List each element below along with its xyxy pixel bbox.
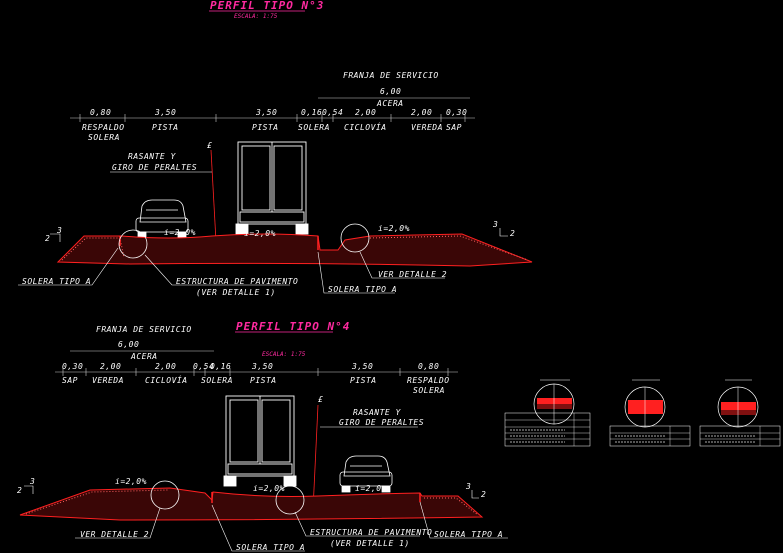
profile-4-ground [19, 487, 484, 521]
profile-4-ratio-left-1: 2 [17, 486, 22, 495]
profile-4-label-2: CICLOVÍA [145, 374, 188, 385]
profile-3-ver-detalle-1: (VER DETALLE 1) [196, 288, 276, 297]
profile-4-estructura: ESTRUCTURA DE PAVIMENTO [310, 528, 432, 537]
profile-3-width-0: 0,80 [90, 108, 111, 117]
profile-4-ver-detalle-1: (VER DETALLE 1) [330, 539, 410, 548]
profile-4-width-4: 0,16 [210, 362, 231, 371]
profile-4-detail-circle-left [150, 480, 180, 510]
profile-3-width-1: 3,50 [154, 108, 176, 117]
profile-4-ver-detalle-2: VER DETALLE 2 [80, 530, 149, 539]
profile-4-title: PERFIL TIPO N°4 [236, 320, 350, 333]
profile-4-scale: ESCALA: 1:75 [262, 351, 306, 358]
profile-4-giro: GIRO DE PERALTES [339, 418, 424, 427]
profile-4-label-1: VEREDA [92, 376, 124, 385]
profile-3-width-5: 2,00 [355, 108, 376, 117]
detail-sketches [504, 379, 781, 447]
profile-4-label-3: SOLERA [201, 376, 233, 385]
profile-4-width-1: 2,00 [100, 362, 121, 371]
profile-3-strip-label: FRANJA DE SERVICIO [343, 71, 439, 80]
profile-3-detail-circle-right [340, 223, 370, 253]
profile-3-width-3: 0,16 [301, 108, 322, 117]
profile-4-solera-a-right: SOLERA TIPO A [434, 530, 503, 539]
profile-4-width-7: 0,80 [418, 362, 439, 371]
profile-4-label-6: RESPALDO [407, 376, 450, 385]
profile-3-title: PERFIL TIPO N°3 [210, 0, 324, 12]
profile-3-slope-mid: i=2,0% [244, 229, 276, 238]
profile-3-solera-a-right: SOLERA TIPO A [328, 285, 397, 294]
profile-3: PERFIL TIPO N°3 ESCALA: 1:75 FRANJA DE S… [18, 0, 533, 297]
profile-3-estructura: ESTRUCTURA DE PAVIMENTO [176, 277, 298, 286]
profile-3-width-2: 3,50 [255, 108, 277, 117]
profile-3-slope-right: i=2,0% [378, 224, 410, 233]
profile-4-label-4: PISTA [250, 376, 277, 385]
profile-4-strip-label: FRANJA DE SERVICIO [96, 325, 192, 334]
profile-3-scale: ESCALA: 1:75 [234, 13, 278, 20]
profile-4-label-7: SOLERA [413, 386, 445, 395]
profile-4-slope-right: i=2,0% [355, 484, 387, 493]
profile-4-acera: ACERA [130, 352, 158, 361]
profile-3-label-6: VEREDA [411, 123, 443, 132]
profile-4-ratio-right-2: 2 [481, 490, 486, 499]
profile-4-width-5: 3,50 [251, 362, 273, 371]
profile-4: PERFIL TIPO N°4 ESCALA: 1:75 FRANJA DE S… [17, 320, 508, 552]
car-icon [339, 455, 393, 493]
profile-3-detail-circle-left [118, 229, 148, 259]
profile-3-label-5: CICLOVÍA [344, 121, 387, 132]
profile-3-rasante: RASANTE Y [128, 152, 177, 161]
profile-4-axis-symbol: £ [317, 395, 323, 404]
profile-3-giro: GIRO DE PERALTES [112, 163, 197, 172]
profile-3-ratio-right-1: 3 [492, 220, 498, 229]
profile-4-width-2: 2,00 [155, 362, 176, 371]
detail-3-drawing [699, 379, 781, 447]
profile-3-ratio-left-1: 2 [45, 234, 50, 243]
profile-4-width-3: 0,54 [193, 362, 214, 371]
profile-3-slope-left: i=2,0% [164, 228, 196, 237]
profile-4-slope-left: i=2,0% [115, 477, 147, 486]
profile-4-ratio-right-1: 3 [465, 482, 471, 491]
profile-4-centerline [312, 404, 319, 511]
profile-3-label-1: SOLERA [88, 133, 120, 142]
profile-4-label-0: SAP [62, 376, 78, 385]
profile-3-acera: ACERA [376, 99, 404, 108]
profile-3-label-2: PISTA [152, 123, 179, 132]
profile-4-slope-mid: i=2,0% [253, 484, 285, 493]
profile-3-width-4: 0,54 [322, 108, 343, 117]
profile-3-ground [56, 233, 533, 267]
detail-2-drawing [609, 379, 691, 447]
profile-3-ratio-left-2: 3 [56, 226, 62, 235]
detail-1-drawing [504, 379, 591, 447]
profile-3-solera-a-left: SOLERA TIPO A [22, 277, 91, 286]
truck-icon [223, 395, 297, 487]
profile-4-width-6: 3,50 [351, 362, 373, 371]
profile-3-label-0: RESPALDO [82, 123, 125, 132]
profile-3-strip-width: 6,00 [380, 87, 401, 96]
profile-4-label-5: PISTA [350, 376, 377, 385]
profile-4-ratio-left-2: 3 [29, 477, 35, 486]
profile-3-width-7: 0,30 [446, 108, 467, 117]
truck-icon [235, 141, 309, 235]
profile-4-solera-a-left: SOLERA TIPO A [236, 543, 305, 552]
profile-4-width-0: 0,30 [62, 362, 83, 371]
profile-3-label-3: PISTA [252, 123, 279, 132]
profile-3-label-7: SAP [446, 123, 462, 132]
profile-4-detail-circle-right [275, 485, 305, 515]
profile-3-label-4: SOLERA [298, 123, 330, 132]
profile-4-rasante: RASANTE Y [353, 408, 402, 417]
profile-3-ratio-right-2: 2 [510, 229, 515, 238]
profile-3-ver-detalle-2: VER DETALLE 2 [378, 270, 447, 279]
profile-3-axis-symbol: £ [206, 141, 212, 150]
profile-3-width-6: 2,00 [411, 108, 432, 117]
profile-4-strip-width: 6,00 [118, 340, 139, 349]
